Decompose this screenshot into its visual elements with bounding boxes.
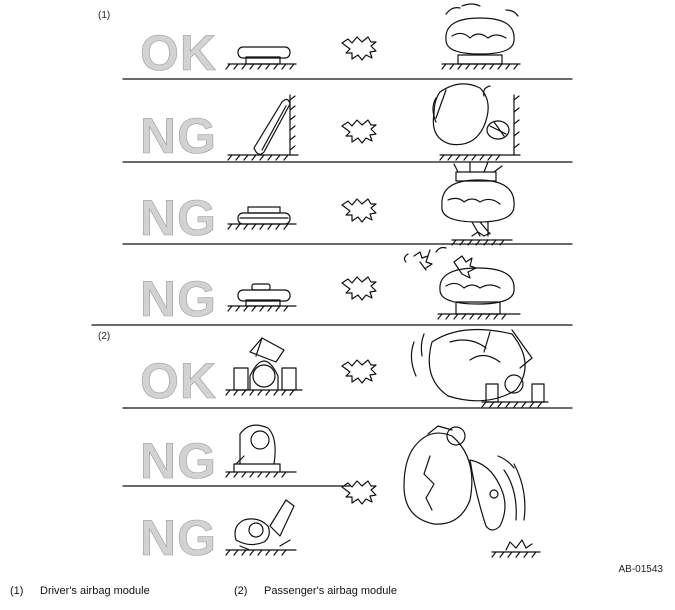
section-1-label: (1) — [98, 10, 111, 21]
figure-id: AB-01543 — [618, 564, 663, 575]
row1-module-after — [441, 3, 521, 70]
verdict-label: NG — [140, 271, 217, 327]
verdict-label: NG — [140, 190, 217, 246]
row5-burst — [341, 359, 377, 384]
verdict-label: NG — [140, 433, 217, 489]
section-2-label: (2) — [98, 331, 111, 342]
legend-text: Passenger's airbag module — [264, 585, 397, 597]
row3-burst — [341, 198, 377, 223]
row3-module-before — [227, 206, 297, 230]
row1-module-before — [225, 46, 297, 70]
verdict-label: OK — [140, 25, 217, 81]
row4-module-before — [227, 283, 297, 312]
row1-burst — [341, 36, 377, 61]
row2-module-before — [227, 94, 299, 161]
row6-module-before — [225, 424, 297, 478]
legend-number: (1) — [10, 585, 24, 597]
legend-item-1: (1) Driver's airbag module — [10, 585, 150, 597]
row2-burst — [341, 119, 377, 144]
legend-text: Driver's airbag module — [40, 585, 150, 597]
legend-number: (2) — [234, 585, 248, 597]
row5-module-before — [225, 337, 303, 396]
row4-burst — [341, 276, 377, 301]
verdict-label: OK — [140, 353, 217, 409]
row5-module-after — [410, 328, 549, 408]
verdict-label: NG — [140, 510, 217, 566]
row3-module-after — [441, 161, 515, 246]
row2-module-after — [432, 83, 521, 161]
row7-module-before — [225, 499, 297, 556]
legend-item-2: (2) Passenger's airbag module — [234, 585, 397, 597]
verdict-label: NG — [140, 108, 217, 164]
row6-7-burst — [341, 480, 377, 505]
row4-module-after — [403, 246, 521, 320]
row6-7-module-after — [403, 425, 541, 558]
